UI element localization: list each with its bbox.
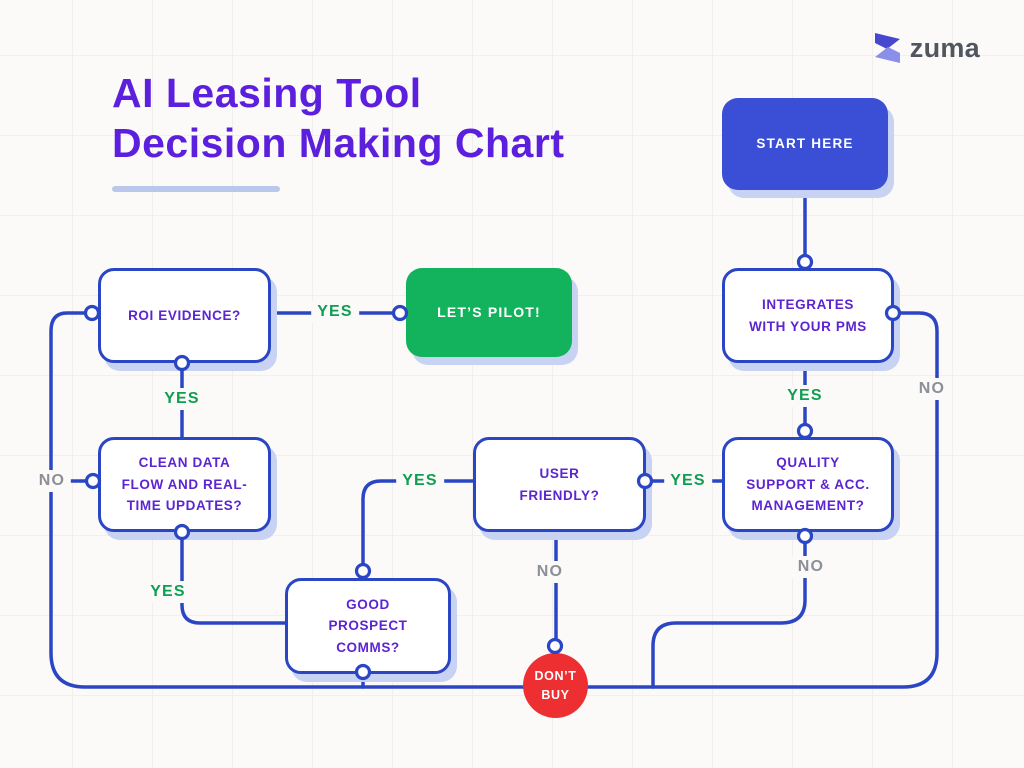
edge-label-yes-roi-clean: YES [158, 388, 206, 410]
edge-label-yes-pms-quality: YES [781, 385, 829, 407]
edge-user-to-prospect [361, 479, 475, 576]
edge-label-no-quality: NO [791, 556, 831, 578]
edge-label-no-clean: NO [32, 470, 72, 492]
page-title: AI Leasing Tool Decision Making Chart [112, 70, 565, 167]
edge-label-yes-user-prospect: YES [396, 470, 444, 492]
edge-label-no-user: NO [530, 561, 570, 583]
edge-label-yes-roi-pilot: YES [311, 301, 359, 323]
edge-clean-to-prospect [180, 523, 287, 625]
edge-label-yes-clean-prospect: YES [144, 581, 192, 603]
node-user-friendly: USER FRIENDLY? [473, 437, 646, 532]
brand-name: zuma [909, 33, 980, 63]
edge-label-no-pms: NO [912, 378, 952, 400]
node-start-here: START HERE [722, 98, 888, 190]
node-clean-data-flow: CLEAN DATA FLOW AND REAL- TIME UPDATES? [98, 437, 271, 532]
zuma-logo-icon [874, 33, 900, 63]
title-underline [112, 186, 280, 192]
edge-label-yes-quality-user: YES [664, 470, 712, 492]
edge-outer-no-loop [49, 311, 939, 689]
node-integrates-with-pms: INTEGRATES WITH YOUR PMS [722, 268, 894, 363]
node-quality-support: QUALITY SUPPORT & ACC. MANAGEMENT? [722, 437, 894, 532]
node-dont-buy: DON’T BUY [523, 653, 588, 718]
brand-logo: zuma [873, 32, 980, 65]
edge-quality-no-to-bottom [651, 524, 807, 689]
node-good-prospect-comms: GOOD PROSPECT COMMS? [285, 578, 451, 674]
node-lets-pilot: LET’S PILOT! [406, 268, 572, 357]
node-roi-evidence: ROI EVIDENCE? [98, 268, 271, 363]
